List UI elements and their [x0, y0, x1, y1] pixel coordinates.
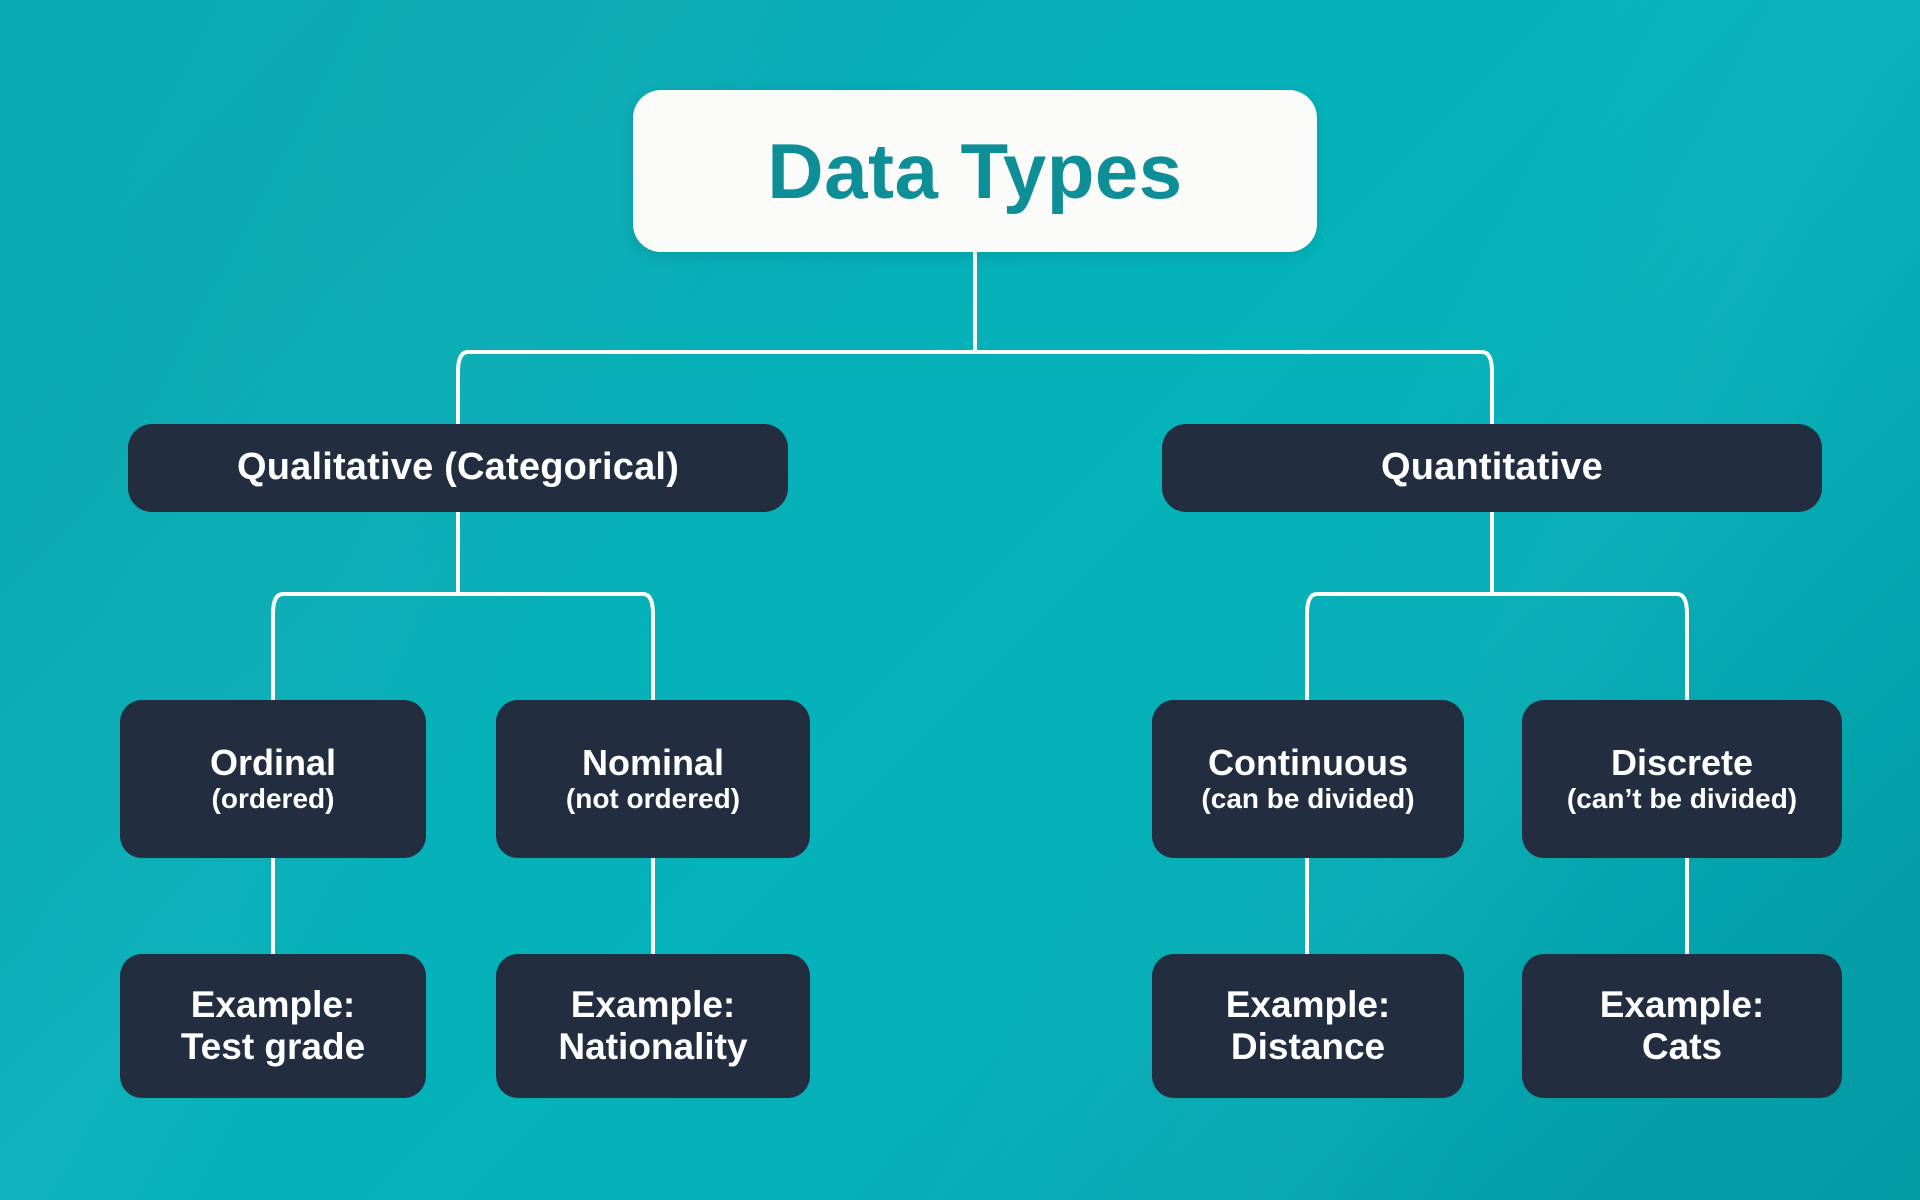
- example-test-grade-value: Test grade: [180, 1026, 366, 1067]
- node-ordinal-sublabel: (ordered): [211, 782, 335, 814]
- node-example-cats[interactable]: Example: Cats: [1522, 954, 1842, 1098]
- example-cats-value: Cats: [1641, 1026, 1723, 1067]
- example-distance-caption: Example:: [1225, 983, 1391, 1025]
- node-qualitative-label: Qualitative (Categorical): [236, 446, 680, 489]
- example-nationality-caption: Example:: [570, 983, 736, 1025]
- connector-nominal-drop: [641, 592, 655, 702]
- node-quantitative[interactable]: Quantitative: [1162, 424, 1822, 512]
- connector-level1-right-drop: [1480, 350, 1494, 426]
- node-discrete-sublabel: (can’t be divided): [1566, 782, 1798, 814]
- node-example-nationality[interactable]: Example: Nationality: [496, 954, 810, 1098]
- example-nationality-value: Nationality: [558, 1026, 748, 1067]
- node-continuous[interactable]: Continuous (can be divided): [1152, 700, 1464, 858]
- node-root-data-types[interactable]: Data Types: [633, 90, 1317, 252]
- connector-discrete-drop: [1675, 592, 1689, 702]
- example-cats-caption: Example:: [1599, 983, 1765, 1025]
- node-nominal[interactable]: Nominal (not ordered): [496, 700, 810, 858]
- node-qualitative[interactable]: Qualitative (Categorical): [128, 424, 788, 512]
- connector-level1-left-drop: [456, 350, 470, 426]
- node-nominal-sublabel: (not ordered): [565, 782, 741, 814]
- node-example-test-grade[interactable]: Example: Test grade: [120, 954, 426, 1098]
- node-discrete-label: Discrete: [1610, 741, 1754, 783]
- root-title-label: Data Types: [767, 127, 1183, 215]
- node-discrete[interactable]: Discrete (can’t be divided): [1522, 700, 1842, 858]
- node-continuous-label: Continuous: [1208, 741, 1408, 783]
- connector-ordinal-drop: [271, 592, 285, 702]
- connector-continuous-drop: [1305, 592, 1319, 702]
- node-ordinal-label: Ordinal: [209, 741, 337, 783]
- node-ordinal[interactable]: Ordinal (ordered): [120, 700, 426, 858]
- node-quantitative-label: Quantitative: [1381, 446, 1603, 489]
- node-continuous-sublabel: (can be divided): [1201, 782, 1415, 814]
- example-test-grade-caption: Example:: [190, 983, 356, 1025]
- node-nominal-label: Nominal: [581, 741, 724, 783]
- node-example-distance[interactable]: Example: Distance: [1152, 954, 1464, 1098]
- example-distance-value: Distance: [1230, 1026, 1386, 1067]
